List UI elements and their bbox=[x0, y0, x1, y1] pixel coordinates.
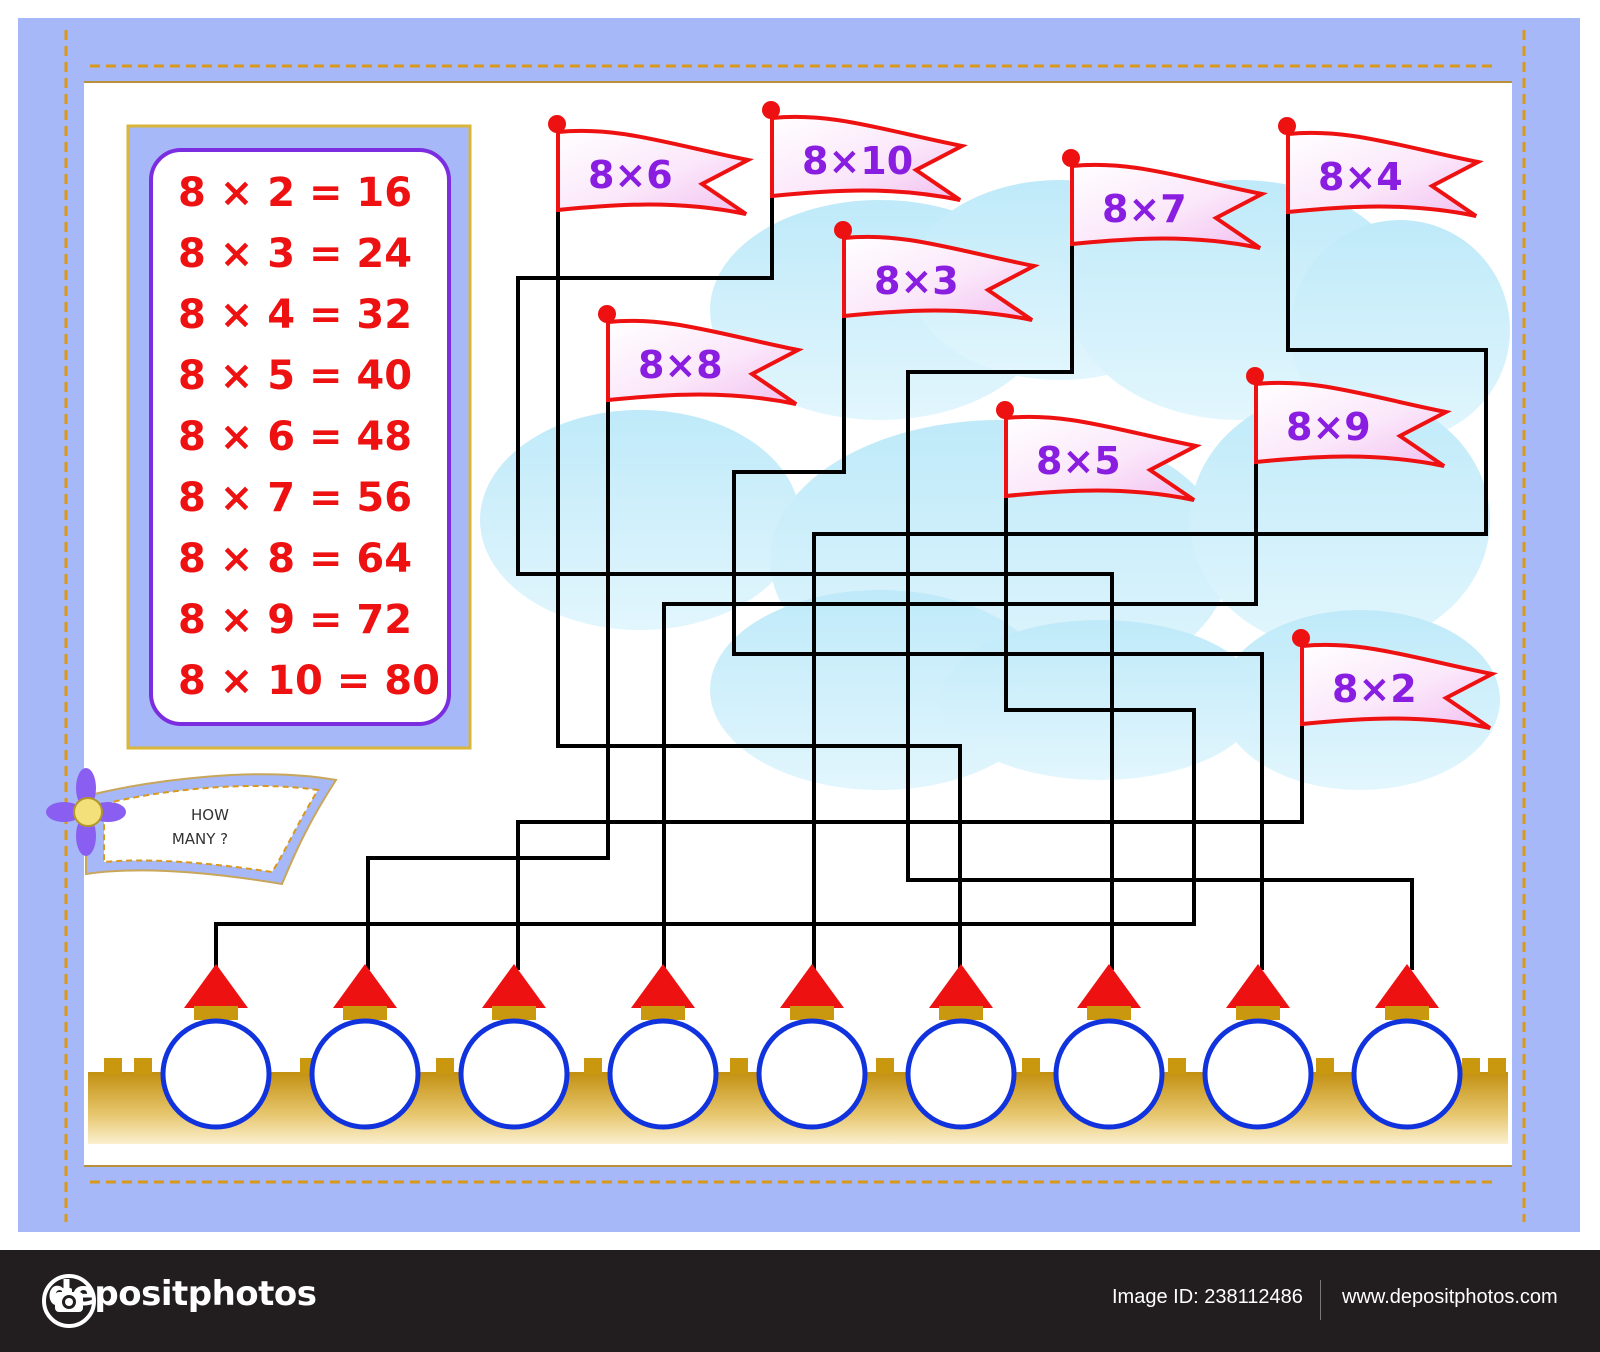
flag-knob bbox=[1246, 367, 1264, 385]
flag-label: 8×3 bbox=[874, 259, 959, 303]
flag: 8×10 bbox=[762, 101, 968, 202]
answer-circle[interactable] bbox=[160, 1018, 272, 1130]
wall-merlon bbox=[104, 1058, 122, 1074]
flag: 8×4 bbox=[1278, 117, 1484, 218]
table-row: 8 × 3 = 24 bbox=[178, 231, 412, 277]
wall-merlon bbox=[1488, 1058, 1506, 1074]
flag: 8×3 bbox=[834, 221, 1040, 322]
tower-roof bbox=[184, 964, 248, 1008]
flag-label: 8×10 bbox=[802, 139, 913, 183]
flag-knob bbox=[1062, 149, 1080, 167]
tower-roof bbox=[929, 964, 993, 1008]
sign-line-1: HOW bbox=[191, 806, 229, 824]
flag: 8×2 bbox=[1292, 629, 1498, 730]
image-id: Image ID: 238112486 bbox=[1112, 1286, 1303, 1308]
flag: 8×7 bbox=[1062, 149, 1268, 250]
tower bbox=[160, 964, 272, 1130]
answer-circle[interactable] bbox=[1351, 1018, 1463, 1130]
flag: 8×8 bbox=[598, 305, 804, 406]
wall-merlon bbox=[1316, 1058, 1334, 1074]
tower-roof bbox=[1226, 964, 1290, 1008]
answer-circle[interactable] bbox=[756, 1018, 868, 1130]
brand-logo[interactable]: depositphotos bbox=[42, 1274, 317, 1328]
flag: 8×6 bbox=[548, 115, 754, 216]
answer-circle[interactable] bbox=[458, 1018, 570, 1130]
wall-merlon bbox=[436, 1058, 454, 1074]
tower-roof bbox=[631, 964, 695, 1008]
tower bbox=[905, 964, 1017, 1130]
flag-label: 8×6 bbox=[588, 153, 673, 197]
tower bbox=[458, 964, 570, 1130]
answer-circle[interactable] bbox=[309, 1018, 421, 1130]
sky-clouds bbox=[480, 180, 1510, 790]
site-url-link[interactable]: www.depositphotos.com bbox=[1342, 1286, 1558, 1308]
flag-label: 8×7 bbox=[1102, 187, 1187, 231]
table-row: 8 × 8 = 64 bbox=[178, 536, 412, 582]
multiplication-table: 8 × 2 = 16 8 × 3 = 24 8 × 4 = 32 8 × 5 = 40… bbox=[126, 124, 472, 750]
tower-roof bbox=[333, 964, 397, 1008]
tower-roof bbox=[1077, 964, 1141, 1008]
flag-label: 8×2 bbox=[1332, 667, 1417, 711]
footer-divider bbox=[1320, 1280, 1321, 1320]
tower-roof bbox=[482, 964, 546, 1008]
flag-label: 8×8 bbox=[638, 343, 723, 387]
wall-merlon bbox=[1462, 1058, 1480, 1074]
wall-merlon bbox=[1022, 1058, 1040, 1074]
flag-knob bbox=[548, 115, 566, 133]
maze-paths bbox=[214, 112, 1488, 970]
table-row: 8 × 5 = 40 bbox=[178, 353, 412, 399]
answer-circle[interactable] bbox=[1202, 1018, 1314, 1130]
wall-merlon bbox=[134, 1058, 152, 1074]
wall-merlon bbox=[730, 1058, 748, 1074]
flag-label: 8×4 bbox=[1318, 155, 1403, 199]
sign-line-2: MANY ? bbox=[172, 830, 228, 848]
flag-label: 8×9 bbox=[1286, 405, 1371, 449]
flag-knob bbox=[762, 101, 780, 119]
tower bbox=[1351, 964, 1463, 1130]
tower-roof bbox=[780, 964, 844, 1008]
flag: 8×9 bbox=[1246, 367, 1452, 468]
footer-bar: depositphotos Image ID: 238112486 www.de… bbox=[0, 1250, 1600, 1352]
flag-knob bbox=[1278, 117, 1296, 135]
tower bbox=[607, 964, 719, 1130]
wall-merlon bbox=[1168, 1058, 1186, 1074]
tower bbox=[756, 964, 868, 1130]
tower bbox=[1053, 964, 1165, 1130]
flag-knob bbox=[996, 401, 1014, 419]
wall-merlon bbox=[876, 1058, 894, 1074]
how-many-sign: HOW MANY ? bbox=[46, 768, 338, 886]
table-row: 8 × 9 = 72 bbox=[178, 597, 412, 643]
camera-logo-icon bbox=[42, 1274, 96, 1328]
tower-roof bbox=[1375, 964, 1439, 1008]
table-row: 8 × 10 = 80 bbox=[178, 658, 440, 704]
answer-circle[interactable] bbox=[905, 1018, 1017, 1130]
flag-label: 8×5 bbox=[1036, 439, 1121, 483]
flag: 8×5 bbox=[996, 401, 1202, 502]
tower bbox=[309, 964, 421, 1130]
table-row: 8 × 2 = 16 bbox=[178, 170, 412, 216]
tower bbox=[1202, 964, 1314, 1130]
flower-icon bbox=[46, 768, 126, 856]
wall-merlon bbox=[584, 1058, 602, 1074]
table-row: 8 × 7 = 56 bbox=[178, 475, 412, 521]
answer-circle[interactable] bbox=[1053, 1018, 1165, 1130]
table-row: 8 × 6 = 48 bbox=[178, 414, 412, 460]
flag-knob bbox=[834, 221, 852, 239]
flag-knob bbox=[1292, 629, 1310, 647]
flag-knob bbox=[598, 305, 616, 323]
table-row: 8 × 4 = 32 bbox=[178, 292, 412, 338]
answer-circle[interactable] bbox=[607, 1018, 719, 1130]
